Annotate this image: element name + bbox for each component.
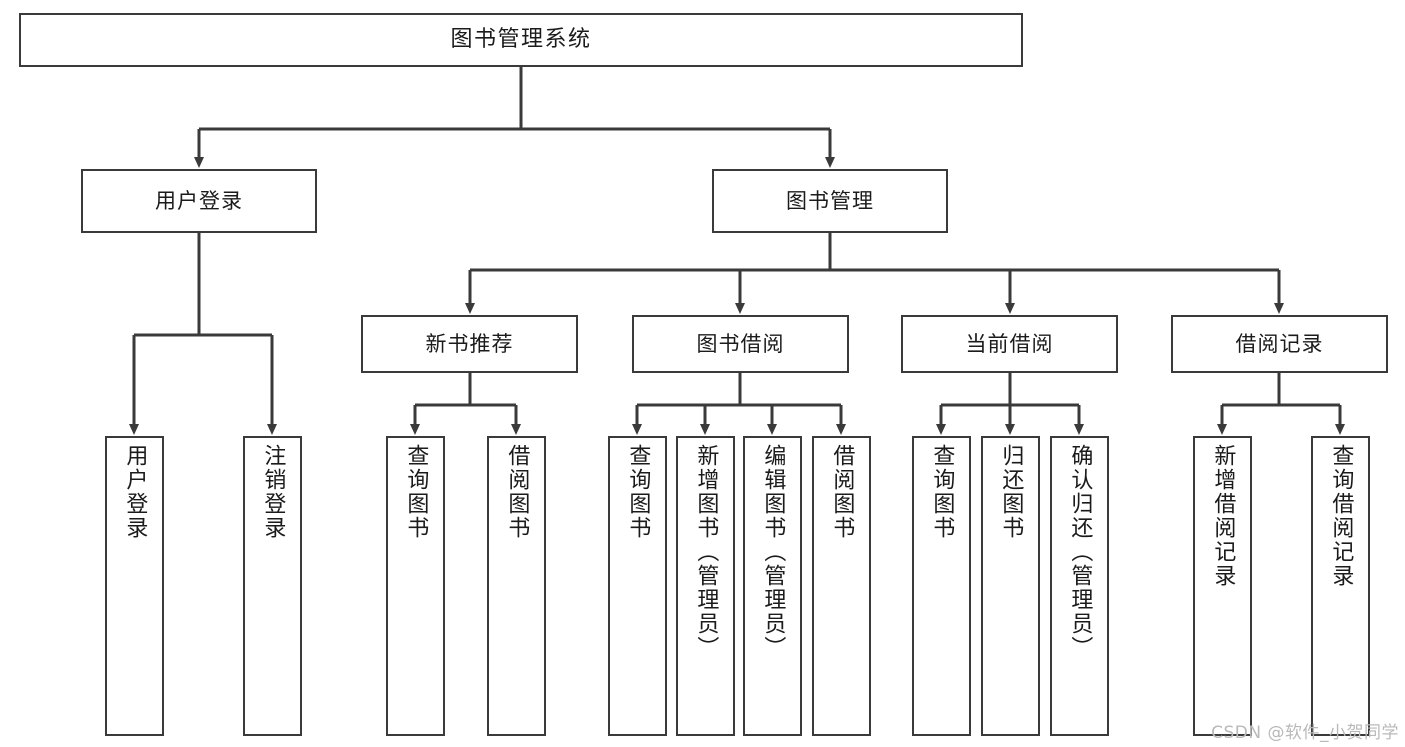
node-label: 新增借阅记录 bbox=[1210, 444, 1236, 588]
node-label: 查询图书 bbox=[625, 444, 651, 540]
node-label: 用户登录 bbox=[155, 188, 243, 213]
node-label: 用户登录 bbox=[122, 444, 148, 540]
leaf-borrow-edit-book-admin[interactable]: 编辑图书（管理员） bbox=[743, 436, 802, 736]
node-book-borrow[interactable]: 图书借阅 bbox=[632, 315, 849, 373]
watermark: CSDN @软件_小贺同学 bbox=[1211, 723, 1399, 743]
node-label: 图书借阅 bbox=[696, 331, 785, 356]
leaf-user-login-login[interactable]: 用户登录 bbox=[105, 436, 164, 736]
node-label: 确认归还（管理员） bbox=[1067, 444, 1093, 660]
leaf-current-query-book[interactable]: 查询图书 bbox=[912, 436, 971, 736]
node-label: 查询图书 bbox=[403, 444, 429, 540]
node-user-login[interactable]: 用户登录 bbox=[81, 169, 317, 233]
leaf-current-return-book[interactable]: 归还图书 bbox=[981, 436, 1040, 736]
node-label: 借阅图书 bbox=[829, 444, 855, 540]
node-label: 注销登录 bbox=[260, 444, 286, 540]
node-new-book-recommend[interactable]: 新书推荐 bbox=[361, 315, 578, 373]
leaf-borrow-add-book-admin[interactable]: 新增图书（管理员） bbox=[676, 436, 735, 736]
node-label: 借阅记录 bbox=[1235, 331, 1324, 356]
leaf-record-query-record[interactable]: 查询借阅记录 bbox=[1311, 436, 1370, 736]
leaf-borrow-borrow-book[interactable]: 借阅图书 bbox=[812, 436, 871, 736]
leaf-borrow-query-book[interactable]: 查询图书 bbox=[608, 436, 667, 736]
node-label: 新增图书（管理员） bbox=[693, 444, 719, 660]
leaf-record-add-record[interactable]: 新增借阅记录 bbox=[1193, 436, 1252, 736]
leaf-recommend-query-book[interactable]: 查询图书 bbox=[386, 436, 445, 736]
node-label: 图书管理系统 bbox=[450, 27, 592, 53]
node-root-system[interactable]: 图书管理系统 bbox=[19, 13, 1023, 67]
node-borrow-record[interactable]: 借阅记录 bbox=[1171, 315, 1388, 373]
node-label: 图书管理 bbox=[786, 188, 874, 213]
node-label: 查询图书 bbox=[929, 444, 955, 540]
node-label: 编辑图书（管理员） bbox=[760, 444, 786, 660]
leaf-user-login-logout[interactable]: 注销登录 bbox=[243, 436, 302, 736]
node-label: 归还图书 bbox=[998, 444, 1024, 540]
node-label: 查询借阅记录 bbox=[1328, 444, 1354, 588]
node-current-borrow[interactable]: 当前借阅 bbox=[901, 315, 1118, 373]
leaf-current-confirm-return-admin[interactable]: 确认归还（管理员） bbox=[1050, 436, 1109, 736]
node-label: 新书推荐 bbox=[425, 331, 514, 356]
leaf-recommend-borrow-book[interactable]: 借阅图书 bbox=[487, 436, 546, 736]
node-book-management[interactable]: 图书管理 bbox=[712, 169, 948, 233]
node-label: 当前借阅 bbox=[965, 331, 1054, 356]
node-label: 借阅图书 bbox=[504, 444, 530, 540]
